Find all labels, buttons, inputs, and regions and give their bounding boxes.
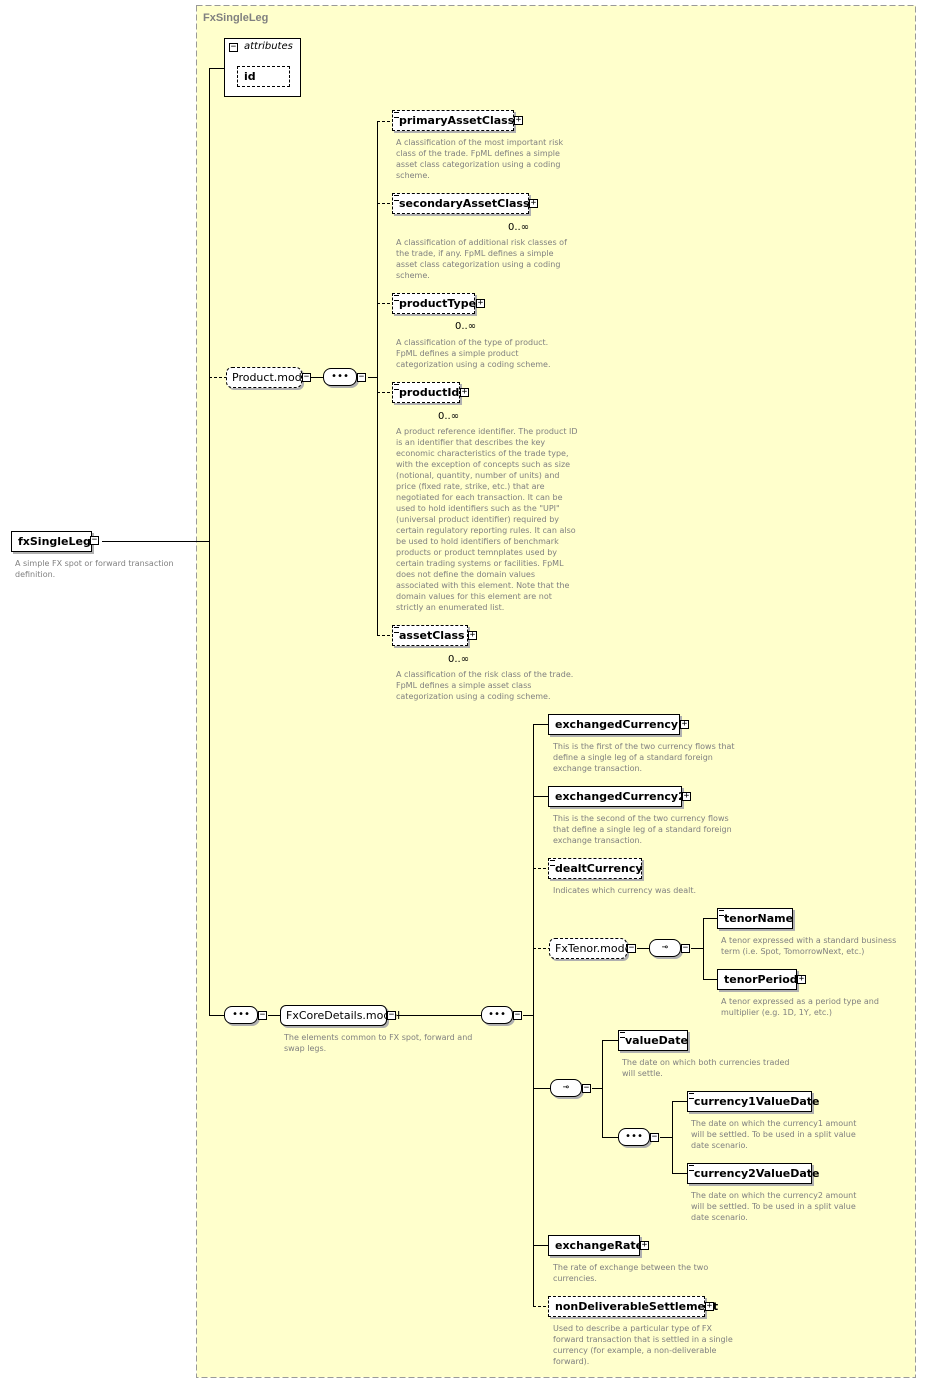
element-type-icon xyxy=(394,195,399,201)
element-type-icon xyxy=(394,627,399,633)
element-secondaryassetclass[interactable]: secondaryAssetClass xyxy=(392,193,530,214)
element-nondeliverablesettlement[interactable]: nonDeliverableSettlement xyxy=(548,1296,718,1317)
description-producttype: A classification of the type of product.… xyxy=(396,338,551,369)
description-tenorname: A tenor expressed with a standard busine… xyxy=(721,936,897,956)
description-secondaryassetclass: A classification of additional risk clas… xyxy=(396,238,567,280)
description-currency2valuedate: The date on which the currency2 amount w… xyxy=(691,1191,857,1222)
element-exchangerate[interactable]: exchangeRate xyxy=(548,1235,643,1256)
element-type-icon xyxy=(394,112,399,118)
collapse-icon[interactable]: − xyxy=(229,42,238,52)
expand-icon[interactable]: + xyxy=(460,387,469,397)
sequence-compositor-icon: ••• xyxy=(618,1128,650,1146)
element-dealtcurrency[interactable]: dealtCurrency xyxy=(548,858,643,879)
collapse-icon[interactable]: − xyxy=(627,943,636,953)
element-type-icon xyxy=(394,384,399,390)
choice-compositor-icon: ⊸ xyxy=(649,939,681,957)
description-fxcoredetails: The elements common to FX spot, forward … xyxy=(284,1033,473,1053)
description-productid: A product reference identifier. The prod… xyxy=(396,427,578,612)
element-type-icon xyxy=(394,295,399,301)
root-description: A simple FX spot or forward transaction … xyxy=(15,559,174,579)
attribute-id[interactable]: id xyxy=(237,66,290,87)
collapse-icon[interactable]: − xyxy=(90,535,99,545)
description-exchangerate: The rate of exchange between the two cur… xyxy=(553,1263,709,1283)
description-primaryassetclass: A classification of the most important r… xyxy=(396,138,564,180)
element-primaryassetclass[interactable]: primaryAssetClass xyxy=(392,110,514,131)
element-type-icon xyxy=(550,860,555,866)
collapse-icon[interactable]: − xyxy=(650,1132,659,1142)
group-product-model[interactable]: Product.model xyxy=(226,367,312,388)
description-nondeliverablesettlement: Used to describe a particular type of FX… xyxy=(553,1324,733,1366)
expand-icon[interactable]: + xyxy=(797,974,806,984)
occurrence-label: 0..∞ xyxy=(438,411,460,422)
description-valuedate: The date on which both currencies traded… xyxy=(622,1058,790,1078)
description-tenorperiod: A tenor expressed as a period type and m… xyxy=(721,997,879,1017)
element-tenorname[interactable]: tenorName xyxy=(717,908,793,929)
description-currency1valuedate: The date on which the currency1 amount w… xyxy=(691,1119,857,1150)
collapse-icon[interactable]: − xyxy=(357,372,366,382)
element-type-icon xyxy=(689,1093,694,1099)
container-title: FxSingleLeg xyxy=(203,12,269,24)
description-dealtcurrency: Indicates which currency was dealt. xyxy=(553,886,697,895)
expand-icon[interactable]: + xyxy=(476,298,485,308)
choice-compositor-icon: ⊸ xyxy=(550,1079,582,1097)
collapse-icon[interactable]: − xyxy=(681,943,690,953)
expand-icon[interactable]: + xyxy=(529,198,538,208)
description-exchangedcurrency2: This is the second of the two currency f… xyxy=(553,814,732,845)
element-assetclass[interactable]: assetClass xyxy=(392,625,468,646)
element-tenorperiod[interactable]: tenorPeriod xyxy=(717,969,798,990)
element-type-icon xyxy=(719,910,724,916)
occurrence-label: 0..∞ xyxy=(448,654,470,665)
sequence-compositor-icon: ••• xyxy=(481,1006,513,1024)
element-producttype[interactable]: productType xyxy=(392,293,476,314)
sequence-compositor-icon: ••• xyxy=(323,368,357,386)
group-fxtenor-model[interactable]: FxTenor.model xyxy=(549,938,634,959)
fxsingleleg-container xyxy=(196,5,916,1378)
element-type-icon xyxy=(620,1032,625,1038)
attributes-label: attributes xyxy=(244,41,293,52)
expand-icon[interactable]: + xyxy=(468,630,477,640)
collapse-icon[interactable]: − xyxy=(582,1083,591,1093)
description-assetclass: A classification of the risk class of th… xyxy=(396,670,574,701)
description-exchangedcurrency1: This is the first of the two currency fl… xyxy=(553,742,735,773)
expand-icon[interactable]: + xyxy=(682,791,691,801)
collapse-icon[interactable]: − xyxy=(387,1010,396,1020)
expand-icon[interactable]: + xyxy=(640,1240,649,1250)
sequence-compositor-icon: ••• xyxy=(224,1006,258,1024)
expand-icon[interactable]: + xyxy=(680,719,689,729)
element-currency1valuedate[interactable]: currency1ValueDate xyxy=(687,1091,820,1112)
expand-icon[interactable]: + xyxy=(705,1301,714,1311)
connector-lines xyxy=(102,68,717,1307)
element-type-icon xyxy=(689,1165,694,1171)
collapse-icon[interactable]: − xyxy=(302,372,311,382)
expand-icon[interactable]: + xyxy=(514,115,523,125)
collapse-icon[interactable]: − xyxy=(258,1010,267,1020)
root-element-fxsingleleg[interactable]: fxSingleLeg xyxy=(11,531,92,552)
occurrence-label: 0..∞ xyxy=(455,321,477,332)
element-productid[interactable]: productId xyxy=(392,382,460,403)
collapse-icon[interactable]: − xyxy=(513,1010,522,1020)
element-currency2valuedate[interactable]: currency2ValueDate xyxy=(687,1163,820,1184)
element-exchangedcurrency1[interactable]: exchangedCurrency1 xyxy=(548,714,686,735)
element-exchangedcurrency2[interactable]: exchangedCurrency2 xyxy=(548,786,686,807)
group-fxcoredetails-model[interactable]: FxCoreDetails.model xyxy=(280,1005,400,1026)
element-valuedate[interactable]: valueDate xyxy=(618,1030,688,1051)
occurrence-label: 0..∞ xyxy=(508,222,530,233)
